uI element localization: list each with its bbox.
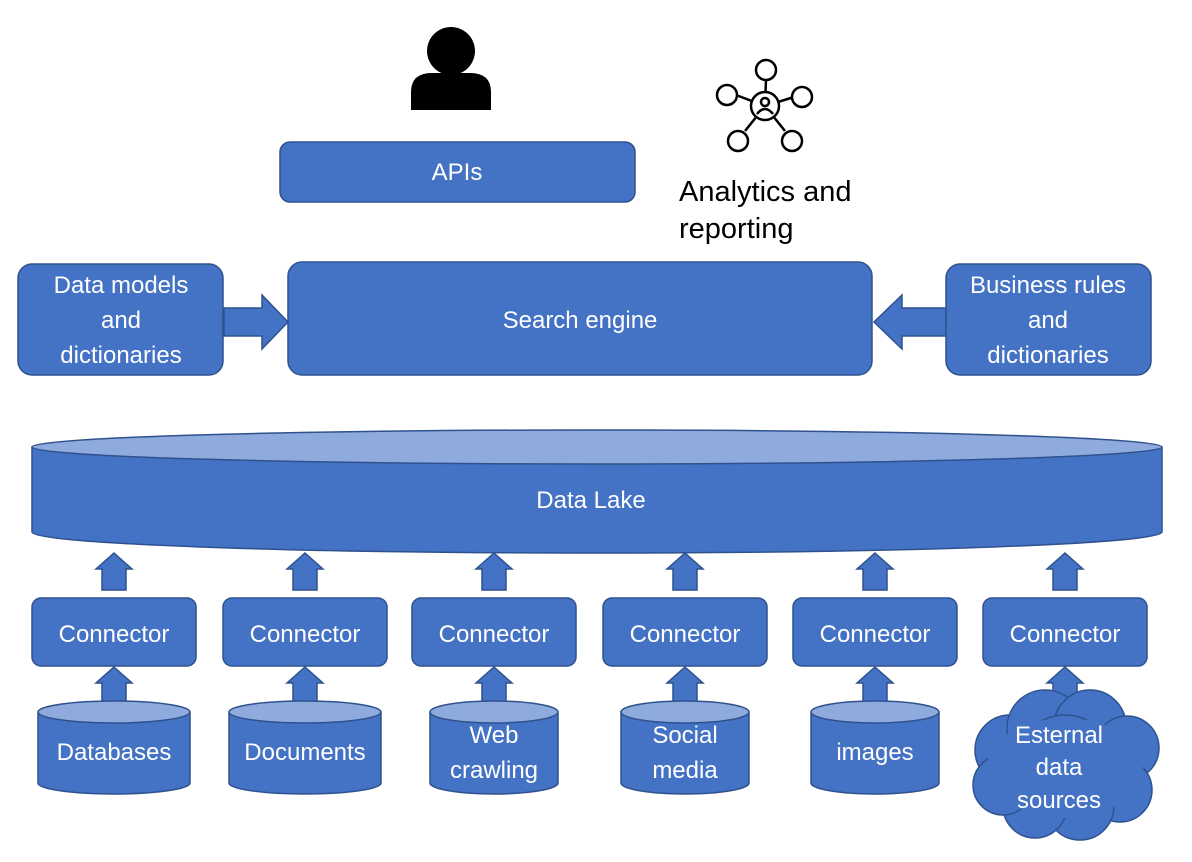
source-label: Documents — [244, 739, 365, 766]
arrow-up-to-connector — [474, 665, 514, 706]
arrow-up-to-data-lake — [1045, 551, 1085, 591]
cylinder-top — [228, 700, 382, 724]
source-label-line2: crawling — [450, 757, 538, 784]
business-rules-line1: Business rules — [970, 272, 1126, 299]
data-lake-label: Data Lake — [536, 487, 645, 514]
connector-label: Connector — [630, 621, 741, 648]
analytics-label-line1: Analytics and — [679, 176, 852, 208]
arrow-up-to-data-lake — [94, 551, 134, 591]
source-cylinder — [228, 711, 382, 795]
source-columns: ConnectorDatabasesConnectorDocumentsConn… — [31, 551, 1160, 841]
search-engine-box — [287, 261, 873, 376]
arrow-up-to-data-lake — [665, 551, 705, 591]
apis-label: APIs — [432, 159, 483, 186]
apis-box — [279, 141, 636, 203]
cloud-shape — [972, 689, 1160, 841]
data-models-line1: Data models — [54, 272, 189, 299]
arrow-up-to-connector — [665, 665, 705, 706]
source-label-line2: media — [652, 757, 718, 784]
cylinder-top — [810, 700, 940, 724]
data-models-line2: and — [101, 307, 141, 334]
cylinder-top — [429, 700, 559, 724]
connector-label: Connector — [820, 621, 931, 648]
arrow-up-to-data-lake — [474, 551, 514, 591]
source-label: images — [836, 739, 913, 766]
cylinder-top — [37, 700, 191, 724]
search-engine-label: Search engine — [503, 307, 658, 334]
analytics-label-line2: reporting — [679, 213, 793, 245]
source-cylinder — [620, 711, 750, 795]
arrow-up-to-data-lake — [855, 551, 895, 591]
source-label: Databases — [57, 739, 172, 766]
cylinder-top — [620, 700, 750, 724]
arrow-up-to-data-lake — [285, 551, 325, 591]
arrow-up-to-connector — [855, 665, 895, 706]
business-rules-line3: dictionaries — [987, 342, 1108, 369]
arrow-right-to-search — [223, 293, 290, 351]
business-rules-line2: and — [1028, 307, 1068, 334]
connector-label: Connector — [250, 621, 361, 648]
source-label-line1: Social — [652, 722, 717, 749]
source-column: Connector images — [792, 551, 958, 795]
source-label-line3: sources — [1017, 787, 1101, 814]
arrow-up-to-connector — [94, 665, 134, 706]
connector-label: Connector — [439, 621, 550, 648]
data-models-line3: dictionaries — [60, 342, 181, 369]
source-cylinder — [37, 711, 191, 795]
source-label-line1: Esternal — [1015, 722, 1103, 749]
data-lake-cylinder — [31, 429, 1163, 554]
person-icon — [411, 27, 491, 110]
source-cylinder — [429, 711, 559, 795]
arrow-up-to-connector — [285, 665, 325, 706]
connector-label: Connector — [1010, 621, 1121, 648]
arrow-left-to-search — [872, 293, 947, 351]
source-cylinder — [810, 711, 940, 795]
connector-label: Connector — [59, 621, 170, 648]
network-hub-icon — [715, 58, 814, 153]
source-label-line2: data — [1036, 754, 1083, 781]
source-label-line1: Web — [470, 722, 519, 749]
business-rules-box — [945, 263, 1152, 376]
data-models-box — [17, 263, 224, 376]
